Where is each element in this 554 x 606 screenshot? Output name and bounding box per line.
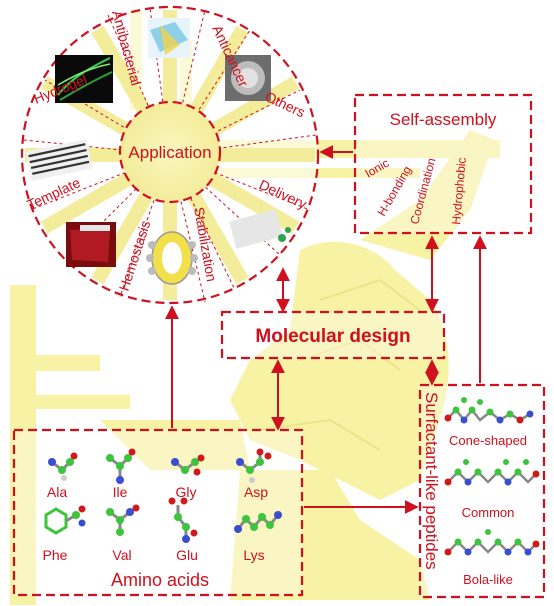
delivery-image xyxy=(229,209,291,249)
stabilization-image xyxy=(146,231,198,285)
antibacterial-image xyxy=(148,18,190,58)
flow-arrows xyxy=(165,145,487,514)
peptide-type-label: Common xyxy=(462,505,515,520)
application-center-label: Application xyxy=(128,143,211,162)
amino-acid-label: Asp xyxy=(244,484,268,500)
peptides-title: Surfactant-like peptides xyxy=(422,392,441,570)
amino-acid-molecules xyxy=(44,448,282,543)
amino-acid-label: Ile xyxy=(113,484,128,500)
val-molecule-icon xyxy=(106,504,140,536)
anticancer-image xyxy=(225,55,271,101)
phe-molecule-icon xyxy=(44,505,86,535)
peptide-type-label: Cone-shaped xyxy=(449,433,527,448)
hemostasis-image xyxy=(66,222,116,267)
molecular-design-label: Molecular design xyxy=(255,326,410,347)
application-wheel: Antibacterial Anticancer Others Delivery… xyxy=(20,5,320,305)
molecular-design-box: Molecular design xyxy=(220,310,446,360)
amino-acid-label: Phe xyxy=(43,547,68,563)
peptides-box: Surfactant-like peptides Cone-shaped Com… xyxy=(418,383,546,599)
force-label-hydrophobic: Hydrophobic xyxy=(449,157,469,225)
self-assembly-box: Self-assembly Ionic H-bonding Coordinati… xyxy=(353,93,533,235)
application-hub xyxy=(118,100,222,204)
hydrogel-image xyxy=(55,55,113,103)
ile-molecule-icon xyxy=(106,448,136,484)
amino-acids-title: Amino acids xyxy=(111,570,209,590)
peptide-type-label: Bola-like xyxy=(463,572,513,587)
gly-molecule-icon xyxy=(171,454,205,476)
amino-acid-label: Ala xyxy=(47,484,67,500)
asp-molecule-icon xyxy=(236,448,272,483)
template-image xyxy=(25,138,93,182)
amino-acid-label: Val xyxy=(112,547,131,563)
application-outer-circle xyxy=(20,5,320,305)
amino-acid-label: Glu xyxy=(176,547,198,563)
background-figure xyxy=(10,10,500,605)
self-assembly-title: Self-assembly xyxy=(390,110,497,129)
amino-acid-label: Lys xyxy=(243,547,264,563)
ala-molecule-icon xyxy=(48,452,78,481)
amino-acids-box: Ala Ile Gly Asp Phe Val Glu Lys Amino ac… xyxy=(12,428,304,597)
lys-molecule-icon xyxy=(234,511,282,533)
common-peptide-icon xyxy=(444,459,540,486)
bola-like-peptide-icon xyxy=(444,529,540,556)
glu-molecule-icon xyxy=(168,497,198,543)
amino-acid-label: Gly xyxy=(176,484,197,500)
cone-shaped-peptide-icon xyxy=(444,397,534,424)
